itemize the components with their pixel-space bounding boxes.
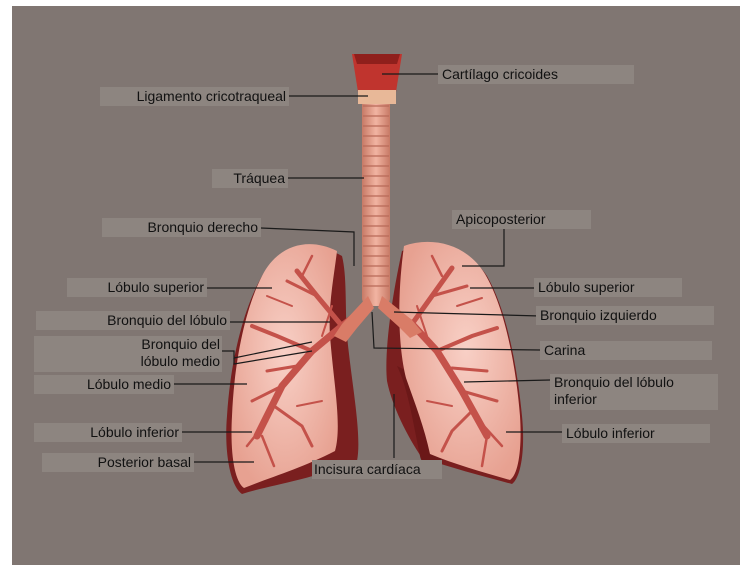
label-lobulo-inferior-izquierdo: Lóbulo inferior [562,424,710,443]
label-bronquio-del-lobulo-medio: Bronquio del lóbulo medio [34,336,222,372]
label-apicoposterior: Apicoposterior [452,210,591,229]
label-bronquio-izquierdo: Bronquio izquierdo [536,306,714,325]
label-incisura-cardiaca: Incisura cardíaca [312,460,442,479]
trachea [362,76,390,306]
label-lobulo-superior-izquierdo: Lóbulo superior [534,278,682,297]
label-carina: Carina [540,341,712,360]
label-bronquio-derecho: Bronquio derecho [102,218,261,237]
cricotracheal-ligament [358,90,396,104]
label-cartilago-cricoides: Cartílago cricoides [438,65,634,84]
label-lobulo-inferior-derecho: Lóbulo inferior [34,423,182,442]
label-traquea: Tráquea [212,169,288,188]
label-posterior-basal: Posterior basal [42,453,194,472]
label-lobulo-medio: Lóbulo medio [34,375,174,394]
label-lobulo-superior-derecho: Lóbulo superior [67,278,207,297]
right-lung [232,244,338,488]
diagram-canvas: Cartílago cricoides Ligamento cricotraqu… [12,6,740,565]
label-bronquio-del-lobulo: Bronquio del lóbulo [36,311,230,330]
label-bronquio-del-lobulo-inferior: Bronquio del lóbulo inferior [550,374,718,410]
label-ligamento-cricotraqueal: Ligamento cricotraqueal [100,87,289,106]
